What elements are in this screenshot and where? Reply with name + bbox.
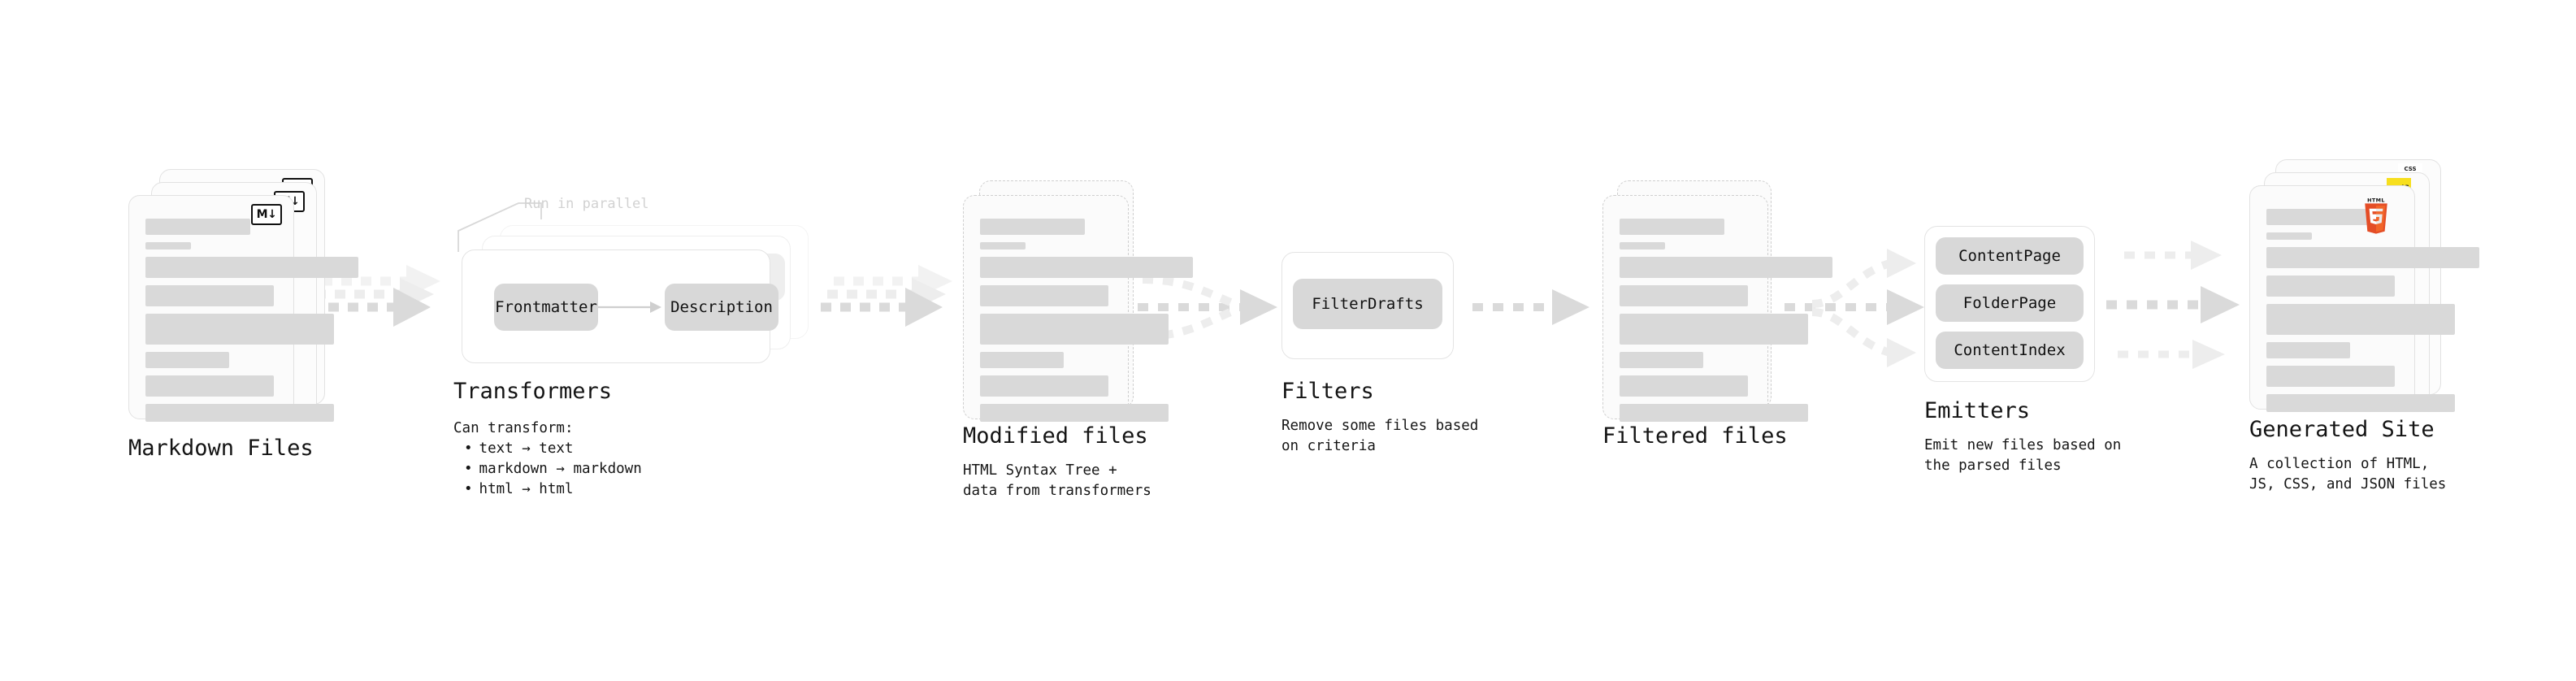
- stage-subtitle-filters: Remove some files based on criteria: [1281, 418, 1479, 454]
- placeholder-line: [980, 219, 1086, 235]
- placeholder-line: [2266, 304, 2456, 335]
- placeholder-line: [980, 257, 1194, 278]
- emitter-chip-contentpage[interactable]: ContentPage: [1936, 237, 2084, 275]
- transformer-inner-arrow: [598, 301, 661, 313]
- placeholder-line: [1620, 352, 1703, 368]
- stage-title-filters: Filters: [1281, 379, 1374, 404]
- placeholder-line: [1620, 404, 1809, 422]
- arrow-transformers-to-modified: [821, 265, 952, 327]
- transformers-list-item: html → html: [464, 479, 642, 500]
- svg-text:HTML: HTML: [2367, 198, 2385, 203]
- arrow-filtered-to-emitters: [1785, 249, 1924, 367]
- placeholder-line: [2266, 247, 2480, 268]
- run-in-parallel-label: Run in parallel: [524, 196, 649, 212]
- placeholder-line: [2266, 342, 2350, 358]
- markdown-file-card-front: M↓: [128, 195, 359, 422]
- filter-chip-filterdrafts[interactable]: FilterDrafts: [1293, 279, 1442, 329]
- placeholder-line: [145, 314, 335, 345]
- stage-title-modified-files: Modified files: [963, 423, 1148, 449]
- placeholder-line: [2266, 366, 2395, 387]
- file-placeholder-lines: [2266, 209, 2480, 412]
- filtered-file-card-front: [1602, 195, 1833, 422]
- placeholder-line: [980, 352, 1064, 368]
- placeholder-line: [2266, 394, 2456, 412]
- stage-title-generated-site: Generated Site: [2249, 417, 2435, 442]
- arrow-modified-to-filters: [1138, 275, 1277, 340]
- placeholder-line: [1620, 242, 1666, 249]
- run-in-parallel-bracket: [458, 202, 542, 252]
- placeholder-line: [1620, 375, 1748, 397]
- file-placeholder-lines: [145, 219, 359, 422]
- placeholder-line: [2266, 209, 2372, 225]
- placeholder-line: [980, 375, 1108, 397]
- stage-title-markdown-files: Markdown Files: [128, 436, 314, 461]
- placeholder-line: [145, 404, 335, 422]
- transformers-list-item: text → text: [464, 439, 642, 459]
- modified-file-card-front: [963, 195, 1194, 422]
- transformer-chip-frontmatter[interactable]: Frontmatter: [494, 284, 598, 331]
- emitter-chip-folderpage[interactable]: FolderPage: [1936, 284, 2084, 322]
- transformers-list: text → text markdown → markdown html → h…: [453, 439, 642, 500]
- placeholder-line: [1620, 314, 1809, 345]
- transformers-capability-list: Can transform: text → text markdown → ma…: [453, 419, 642, 500]
- placeholder-line: [145, 285, 274, 306]
- file-placeholder-lines: [1620, 219, 1833, 422]
- arrow-emitters-to-site: [2106, 241, 2240, 369]
- placeholder-line: [980, 314, 1169, 345]
- placeholder-line: [1620, 257, 1833, 278]
- stage-subtitle-emitters: Emit new files based on the parsed files: [1924, 437, 2122, 474]
- arrow-filters-to-filtered: [1472, 289, 1589, 325]
- stage-title-emitters: Emitters: [1924, 398, 2031, 423]
- stage-subtitle-modified-files: HTML Syntax Tree + data from transformer…: [963, 462, 1151, 499]
- placeholder-line: [2266, 232, 2313, 240]
- markdown-badge: M↓: [251, 204, 282, 225]
- placeholder-line: [1620, 285, 1748, 306]
- emitter-chip-contentindex[interactable]: ContentIndex: [1936, 332, 2084, 369]
- stage-title-transformers: Transformers: [453, 379, 613, 404]
- placeholder-line: [980, 404, 1169, 422]
- site-file-card-front: [2249, 185, 2480, 412]
- placeholder-line: [980, 242, 1026, 249]
- file-placeholder-lines: [980, 219, 1194, 422]
- stage-title-filtered-files: Filtered files: [1602, 423, 1788, 449]
- transformer-chip-description[interactable]: Description: [665, 284, 778, 331]
- placeholder-line: [145, 219, 251, 235]
- placeholder-line: [145, 375, 274, 397]
- placeholder-line: [980, 285, 1108, 306]
- transformers-list-item: markdown → markdown: [464, 459, 642, 479]
- placeholder-line: [145, 257, 359, 278]
- arrow-markdown-to-transformers: [309, 265, 440, 327]
- placeholder-line: [145, 352, 229, 368]
- placeholder-line: [145, 242, 192, 249]
- stage-subtitle-generated-site: A collection of HTML, JS, CSS, and JSON …: [2249, 456, 2447, 492]
- placeholder-line: [1620, 219, 1725, 235]
- placeholder-line: [2266, 275, 2395, 297]
- html5-icon: HTML: [2365, 198, 2387, 234]
- transformers-list-header: Can transform:: [453, 420, 574, 436]
